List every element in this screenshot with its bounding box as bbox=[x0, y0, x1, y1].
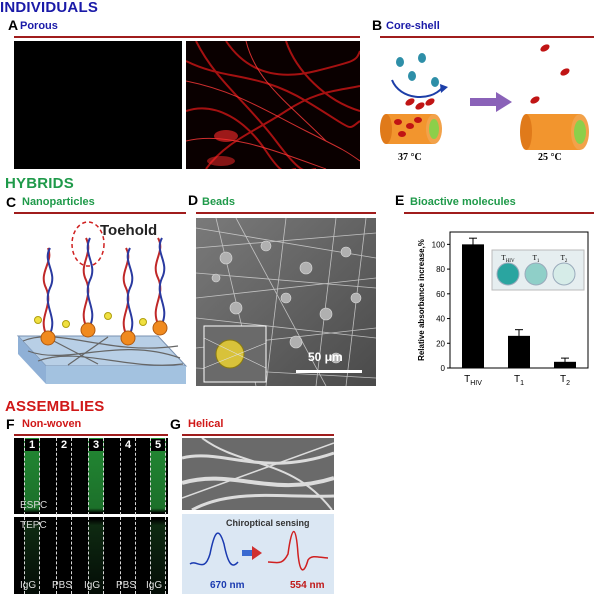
lane-number: 1 bbox=[25, 439, 39, 451]
section-hybrids: HYBRIDS bbox=[5, 175, 74, 192]
well bbox=[524, 262, 548, 286]
y-tick-label: 0 bbox=[441, 364, 446, 373]
scale-bar-label: 50 μm bbox=[308, 350, 343, 364]
y-tick-label: 40 bbox=[436, 315, 445, 324]
panel-d-title: Beads bbox=[202, 196, 236, 208]
row-label-espc: ESPC bbox=[20, 500, 48, 511]
panel-f-title: Non-woven bbox=[22, 418, 82, 430]
panel-b-title: Core-shell bbox=[386, 20, 440, 32]
core-shell-diagram bbox=[380, 44, 589, 150]
lane-number: 4 bbox=[121, 439, 135, 451]
panel-f-letter: F bbox=[6, 416, 15, 432]
y-axis-label: Relative absorbance increase,% bbox=[417, 239, 426, 361]
panel-e-title: Bioactive molecules bbox=[410, 196, 516, 208]
helical-sem-image bbox=[182, 438, 334, 510]
nanoparticles-diagram bbox=[16, 221, 188, 384]
panel-e-rule bbox=[404, 212, 594, 214]
section-individuals: INDIVIDUALS bbox=[0, 0, 99, 16]
nonwoven-image: 1 2 3 4 5 ESPC TEPC IgG PBS IgG PBS IgG bbox=[14, 438, 168, 594]
wavelength-left: 670 nm bbox=[210, 580, 245, 591]
panel-g-rule bbox=[182, 434, 334, 436]
lane-bottom-label: IgG bbox=[146, 580, 163, 591]
lane-bottom-label: PBS bbox=[116, 580, 137, 591]
x-tick-label: T1 bbox=[514, 374, 524, 387]
panel-f-rule bbox=[14, 434, 168, 436]
panel-c-title: Nanoparticles bbox=[22, 196, 95, 208]
panel-a-rule bbox=[14, 36, 360, 38]
lane bbox=[120, 438, 136, 594]
lane bbox=[56, 438, 72, 594]
beads-sem-image bbox=[196, 218, 376, 386]
lane-number: 2 bbox=[57, 439, 71, 451]
lane bbox=[88, 438, 104, 594]
panel-d-letter: D bbox=[188, 192, 199, 208]
porous-fluorescence-image bbox=[186, 41, 360, 169]
lane-bottom-label: IgG bbox=[20, 580, 37, 591]
panel-d-rule bbox=[196, 212, 376, 214]
toehold-label: Toehold bbox=[100, 222, 158, 239]
lane-bottom-label: IgG bbox=[84, 580, 101, 591]
panel-a-title: Porous bbox=[20, 20, 58, 32]
panel-b-letter: B bbox=[372, 17, 383, 33]
temp-left-label: 37 °C bbox=[398, 152, 422, 163]
section-assemblies: ASSEMBLIES bbox=[5, 398, 105, 415]
panel-c-rule bbox=[14, 212, 186, 214]
chiroptical-inset bbox=[182, 514, 334, 594]
panel-a-letter: A bbox=[8, 17, 19, 33]
well bbox=[552, 262, 576, 286]
inset-label: THIV bbox=[501, 254, 515, 264]
lane bbox=[150, 438, 166, 594]
inset-label: T1 bbox=[533, 254, 540, 264]
x-tick-label: T2 bbox=[560, 374, 570, 387]
panel-g-title: Helical bbox=[188, 418, 224, 430]
lane-number: 3 bbox=[89, 439, 103, 451]
bar bbox=[462, 244, 484, 368]
wavelength-right: 554 nm bbox=[290, 580, 325, 591]
row-label-tepc: TEPC bbox=[20, 520, 47, 531]
y-tick-label: 100 bbox=[432, 240, 446, 249]
panel-g-letter: G bbox=[170, 416, 181, 432]
lane-bottom-label: PBS bbox=[52, 580, 73, 591]
temp-right-label: 25 °C bbox=[538, 152, 562, 163]
well bbox=[496, 262, 520, 286]
y-tick-label: 60 bbox=[436, 290, 445, 299]
porous-image-left bbox=[14, 41, 182, 169]
x-tick-label: THIV bbox=[464, 374, 482, 387]
bioactive-bar-chart: 0 20 40 60 80 100 Relative absorbance increase… bbox=[417, 231, 589, 387]
bar bbox=[508, 335, 530, 368]
lane-number: 5 bbox=[151, 439, 165, 451]
y-tick-label: 20 bbox=[436, 339, 445, 348]
inset-title: Chiroptical sensing bbox=[226, 518, 310, 528]
panel-b-rule bbox=[380, 36, 594, 38]
y-tick-label: 80 bbox=[436, 265, 445, 274]
lane bbox=[24, 438, 40, 594]
inset-label: T2 bbox=[561, 254, 568, 264]
panel-c-letter: C bbox=[6, 194, 17, 210]
panel-e-letter: E bbox=[395, 192, 405, 208]
